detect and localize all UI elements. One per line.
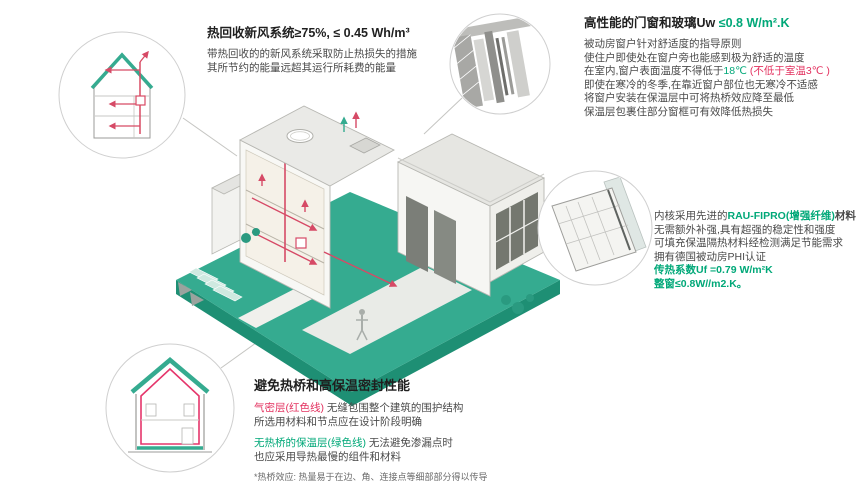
windows-line: 将窗户安装在保温层中可将热桥效应降至最低: [584, 92, 794, 104]
roof-insulation-line: [90, 52, 154, 90]
ground-floor-duct: [323, 251, 398, 287]
windows-line: 被动房窗户针对舒适度的指导原则: [584, 38, 742, 50]
bushes: [241, 228, 534, 314]
windows-line: 使住户即使处在窗户旁也能感到极为舒适的温度: [584, 51, 805, 64]
airtight-line: 气密层(红色线) 无缝包围整个建筑的围护结构: [254, 402, 599, 416]
roof-insulation-line: [130, 357, 210, 394]
skylight: [349, 137, 381, 154]
thermal-line: 所选用材料和节点应在设计阶段明确: [254, 415, 422, 428]
windows-line: 保温层包裹住部分窗框可有效降低热损失: [584, 105, 773, 118]
windows-title-black: 高性能的门窗和玻璃Uw: [584, 16, 719, 30]
ventilation-ducts: [251, 160, 318, 265]
profile-line-segment: 内核采用先进的: [654, 210, 728, 222]
windows-line: 即使在寒冷的冬季,在靠近窗户部位也无寒冷不适感: [584, 78, 818, 91]
window-detail-circle: [449, 13, 551, 115]
garden-stairs: [188, 267, 243, 302]
insulation-label: 无热桥的保温层(绿色线): [254, 437, 366, 449]
window-profile-drawing: [551, 176, 647, 272]
insulation-line: 无热桥的保温层(绿色线) 无法避免渗漏点时: [254, 437, 599, 451]
airtight-house-circle: [105, 343, 235, 473]
windows-title: 高性能的门窗和玻璃Uw ≤0.8 W/m².K: [584, 12, 862, 31]
rock-edge: [178, 282, 204, 306]
walkway: [238, 284, 322, 328]
hrv-ducts: [104, 50, 149, 134]
profile-uw-value: 整窗≤0.8W//m2.K。: [654, 277, 748, 290]
glass-door: [406, 196, 428, 272]
hrv-text-block: 热回收新风系统≥75%, ≤ 0.45 Wh/m³ 带热回收的的新风系统采取防止…: [207, 22, 462, 75]
person-figure: [356, 309, 368, 341]
airtight-text: 无缝包围整个建筑的围护结构: [324, 402, 464, 414]
glazed-wing: [323, 133, 546, 297]
profile-line: 无需额外补强,具有超强的稳定性和强度: [654, 223, 836, 236]
hrv-unit: [135, 95, 146, 106]
hrv-house-circle: [58, 31, 186, 159]
hrv-body-line: 带热回收的的新风系统采取防止热损失的措施: [207, 48, 417, 60]
windows-text-block: 高性能的门窗和玻璃Uw ≤0.8 W/m².K 被动房窗户针对舒适度的指导原则 …: [584, 12, 862, 119]
profile-line-segment: 材料: [834, 210, 856, 222]
hrv-title: 热回收新风系统≥75%, ≤ 0.45 Wh/m³: [207, 26, 410, 40]
profile-line: 拥有德国被动房PHI认证: [654, 250, 767, 263]
windows-line: 在室内,窗户表面温度不得低于18℃ (不低于室温3℃ ): [584, 65, 862, 79]
thermal-line: 也应采用导热最慢的组件和材料: [254, 450, 401, 463]
windows-title-green: ≤0.8 W/m².K: [718, 16, 790, 30]
insulation-text: 无法避免渗漏点时: [366, 437, 453, 449]
terrace: [302, 266, 472, 354]
thermal-text-block: 避免热桥和高保温密封性能 气密层(红色线) 无缝包围整个建筑的围护结构 所选用材…: [254, 375, 599, 483]
profile-line-green: RAU-FIPRO(增强纤维): [727, 210, 835, 222]
profile-text-block: 内核采用先进的RAU-FIPRO(增强纤维)材料 无需额外补强,具有超强的稳定性…: [654, 210, 862, 291]
hrv-body-line: 其所节约的能量远超其运行所耗费的能量: [207, 61, 396, 74]
windows-line-green: 18℃: [723, 65, 747, 77]
window-detail-drawing: [451, 16, 532, 109]
glass-door: [434, 210, 456, 284]
windows-line-red: (不低于室温3℃ ): [746, 65, 830, 77]
windows-line-segment: 在室内,窗户表面温度不得低于: [584, 65, 724, 77]
window-profile-circle: [537, 170, 653, 286]
thermal-title: 避免热桥和高保温密封性能: [254, 378, 411, 393]
isometric-house-illustration: [176, 105, 560, 406]
airtight-label: 气密层(红色线): [254, 402, 324, 414]
profile-line: 内核采用先进的RAU-FIPRO(增强纤维)材料: [654, 210, 862, 224]
profile-line: 可填充保温隔热材料经检测满足节能需求: [654, 237, 843, 249]
main-block: [239, 105, 395, 309]
profile-uf-value: 传热系数Uf =0.79 W/m²K: [654, 264, 773, 276]
thermal-footnote: *热桥效应: 热量易于在边、角、连接点等细部部分得以传导: [254, 472, 488, 482]
